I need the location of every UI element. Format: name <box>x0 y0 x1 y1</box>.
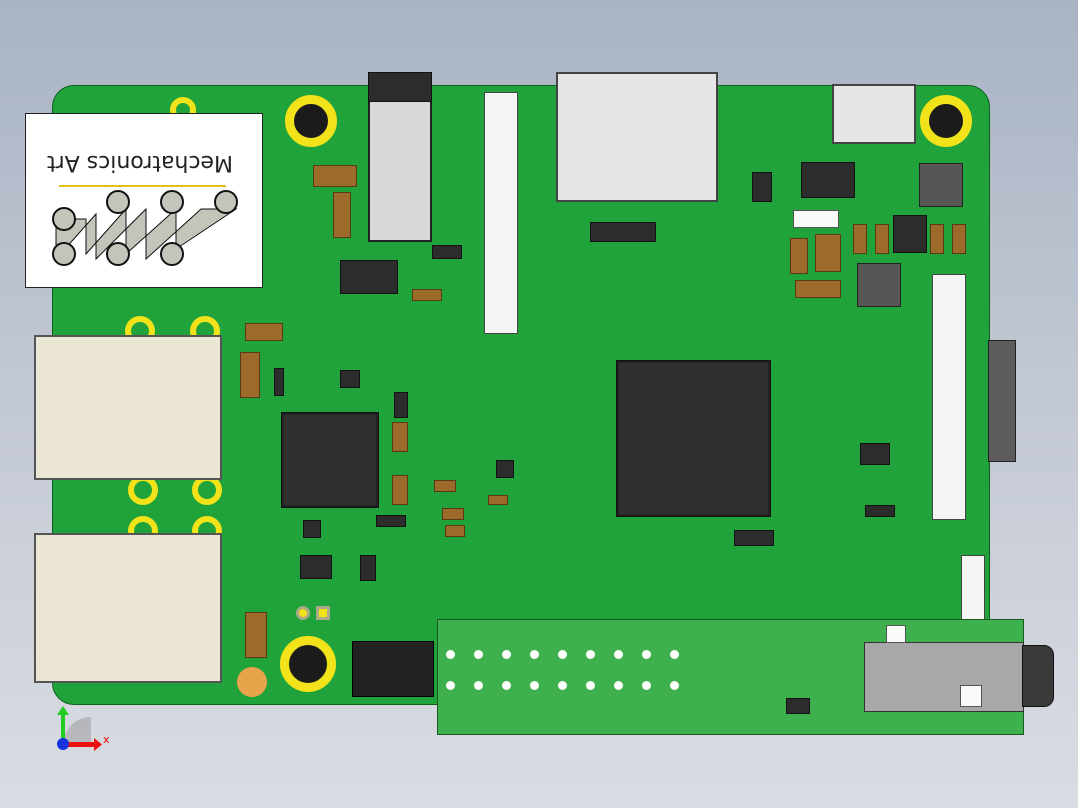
capacitor <box>853 224 867 254</box>
gpio-header <box>352 641 434 697</box>
chip <box>496 460 514 478</box>
capacitor <box>445 525 465 537</box>
addon-board <box>437 619 1024 735</box>
capacitor <box>240 352 260 398</box>
chip <box>360 555 376 581</box>
header-pin <box>316 606 330 620</box>
capacitor <box>392 475 408 505</box>
chip <box>432 245 462 259</box>
header-pin <box>296 606 310 620</box>
capacitor <box>392 422 408 452</box>
logo-text: Mechatronics Art <box>47 150 234 175</box>
axis-x-label: x <box>103 733 110 746</box>
mounting-hole <box>280 636 336 692</box>
capacitor <box>815 234 841 272</box>
capacitor <box>488 495 508 505</box>
jack-tab <box>886 625 906 643</box>
hdmi-port <box>556 72 718 202</box>
chip <box>752 172 772 202</box>
chip <box>865 505 895 517</box>
chip <box>860 443 890 465</box>
capacitor <box>952 224 966 254</box>
gold-pad <box>237 667 267 697</box>
capacitor <box>412 289 442 301</box>
chip <box>340 370 360 388</box>
jack-barrel <box>1022 645 1054 707</box>
mounting-hole <box>285 95 337 147</box>
component <box>793 210 839 228</box>
camera-connector <box>484 92 518 334</box>
chip <box>394 392 408 418</box>
capacitor <box>434 480 456 492</box>
capacitor <box>313 165 357 187</box>
chip <box>274 368 284 396</box>
capacitor <box>790 238 808 274</box>
capacitor <box>245 323 283 341</box>
connector <box>961 555 985 621</box>
axis-triad-icon <box>57 706 102 751</box>
capacitor <box>333 192 351 238</box>
mounting-hole <box>920 95 972 147</box>
soc-chip <box>616 360 771 517</box>
chip <box>300 555 332 579</box>
usb-port-top <box>34 335 222 480</box>
inductor <box>857 263 901 307</box>
capacitor <box>930 224 944 254</box>
chip <box>893 215 927 253</box>
logo-graphic <box>52 185 238 266</box>
display-connector <box>932 274 966 520</box>
capacitor <box>442 508 464 520</box>
chip <box>801 162 855 198</box>
chip <box>376 515 406 527</box>
audio-jack-barrel <box>368 72 432 102</box>
chip <box>340 260 398 294</box>
chip <box>590 222 656 242</box>
logo-label <box>25 113 263 288</box>
jack-tab <box>960 685 982 707</box>
capacitor <box>245 612 267 658</box>
audio-jack-side <box>864 642 1024 712</box>
chip <box>303 520 321 538</box>
chip <box>786 698 810 714</box>
chip <box>734 530 774 546</box>
side-connector <box>988 340 1016 462</box>
micro-usb-port <box>832 84 916 144</box>
usb-port-bottom <box>34 533 222 683</box>
capacitor <box>875 224 889 254</box>
usb-controller-chip <box>281 412 379 508</box>
pin-holes <box>446 650 698 690</box>
inductor <box>919 163 963 207</box>
capacitor <box>795 280 841 298</box>
